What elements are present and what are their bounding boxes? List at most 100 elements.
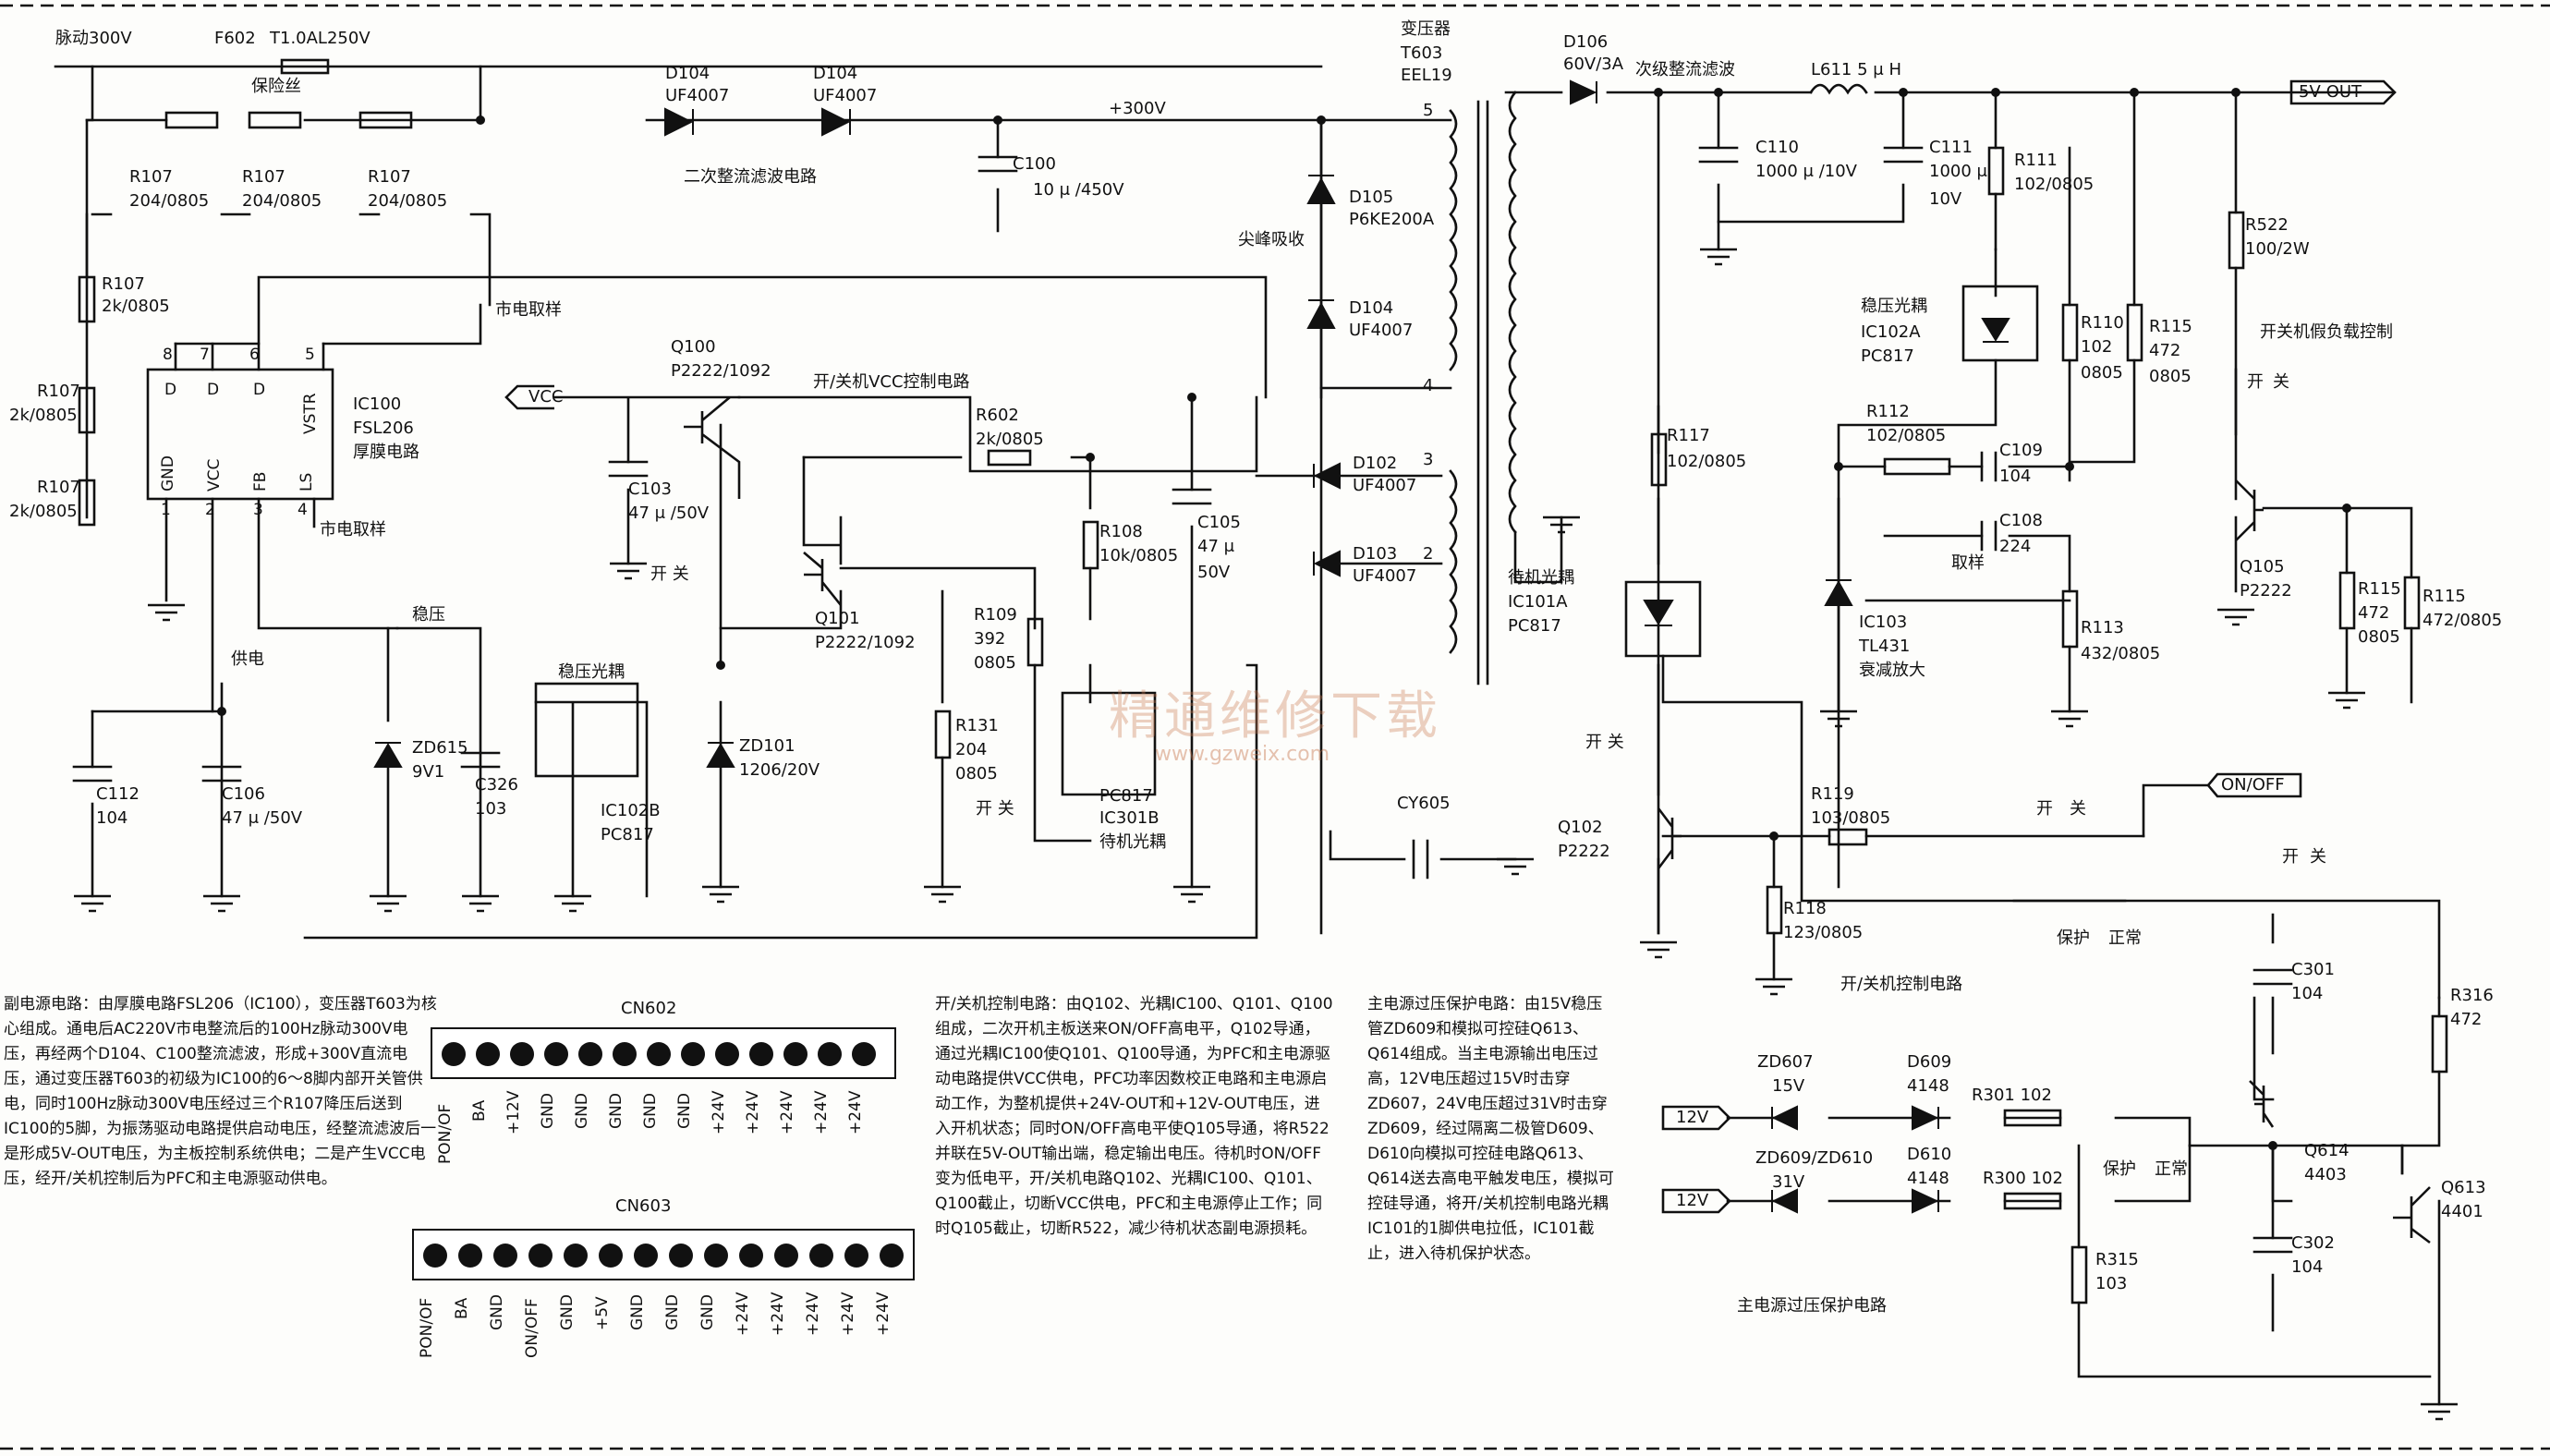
cn603-label-12: +24V — [839, 1292, 857, 1336]
label-r107-a-ref: R107 — [129, 167, 173, 187]
label-r113-val: 432/0805 — [2081, 644, 2161, 663]
label-c103-ref: C103 — [628, 479, 672, 499]
label-fuse-name: 保险丝 — [251, 77, 301, 96]
fuse-f602 — [280, 58, 330, 75]
label-switch1: 开 关 — [650, 564, 689, 584]
cn602-pin — [749, 1042, 773, 1066]
ic100-pin5: 5 — [305, 346, 315, 364]
tag-5vout — [2289, 79, 2397, 105]
junction-4 — [1654, 88, 1663, 97]
label-r107-c-val: 204/0805 — [368, 191, 448, 211]
label-zd609-val: 31V — [1772, 1172, 1805, 1192]
wire-ovp-top — [2012, 899, 2441, 1055]
cn603-pin — [739, 1244, 763, 1268]
ic100-pin2: 2 — [205, 501, 215, 519]
r119 — [1828, 828, 1868, 846]
cn602-label-9: +24V — [744, 1090, 762, 1134]
label-d104b-ref: D104 — [813, 64, 858, 83]
r115c — [2403, 576, 2421, 630]
gnd-7 — [610, 562, 647, 580]
label-d106-val: 60V/3A — [1563, 55, 1624, 74]
r107-c — [358, 111, 413, 129]
cn603-pin — [774, 1244, 798, 1268]
tag-12v-b — [1661, 1188, 1731, 1214]
label-r107-b-val: 204/0805 — [242, 191, 322, 211]
label-r109-val2: 0805 — [974, 653, 1016, 673]
wire-onoff — [2142, 783, 2210, 838]
label-r107-d-ref: R107 — [102, 274, 145, 294]
cn602-label-8: +24V — [710, 1090, 728, 1134]
label-ic102a: IC102A — [1861, 322, 1921, 342]
label-d104c-ref: D104 — [1349, 298, 1394, 318]
junction-14 — [2065, 462, 2074, 471]
label-fuse-val: T1.0AL250V — [270, 29, 370, 48]
cn603-label-6: GND — [628, 1294, 647, 1330]
label-c100-ref: C100 — [1013, 154, 1056, 174]
label-c109-val: 104 — [1999, 467, 2032, 486]
wire-ic-top — [174, 342, 325, 371]
ic102a-led — [1981, 318, 2010, 343]
cn602-pin — [442, 1042, 466, 1066]
cn603-label-1: BA — [453, 1297, 471, 1319]
wire-ic-bottom — [164, 497, 399, 713]
ic101a-led — [1643, 600, 1674, 626]
label-r131-val2: 0805 — [955, 764, 998, 783]
junction-6 — [1899, 88, 1908, 97]
label-zd101-ref: ZD101 — [739, 736, 795, 756]
r107-b — [248, 111, 302, 129]
transistor-q613 — [2393, 1186, 2431, 1244]
c110-plates — [1698, 146, 1739, 164]
label-q105-val: P2222 — [2240, 581, 2292, 601]
zener-zd101 — [706, 742, 735, 768]
diode-d609 — [1912, 1105, 1939, 1131]
label-eel19: EEL19 — [1401, 66, 1452, 85]
label-c106-val: 47 μ /50V — [222, 808, 303, 828]
label-standby-oc: 待机光耦 — [1099, 832, 1166, 852]
ic100-name-vcc: VCC — [205, 458, 224, 491]
gnd-12 — [1543, 516, 1580, 534]
label-ic100-part: FSL206 — [353, 419, 414, 438]
gnd-13 — [1700, 248, 1737, 266]
wire-d-pins — [174, 275, 1268, 399]
transistor-q100 — [684, 396, 741, 499]
wire-r107-row — [91, 212, 492, 307]
junction-3 — [1317, 115, 1326, 125]
diode-d104c — [1306, 299, 1336, 329]
gnd-4 — [370, 894, 407, 913]
junction-8 — [2130, 88, 2139, 97]
wire-ovp-in2 — [1726, 1144, 2192, 1203]
wire-d102 — [1255, 474, 1443, 565]
label-ic102b: IC102B — [601, 801, 661, 820]
opto-ic102b — [534, 682, 639, 778]
label-r522-ref: R522 — [2245, 215, 2289, 235]
ic100-pin6: 6 — [249, 346, 260, 364]
r118 — [1766, 885, 1783, 935]
cn603-label-9: +24V — [734, 1292, 752, 1336]
label-pin5: 5 — [1423, 101, 1434, 120]
label-c108-ref: C108 — [1999, 511, 2043, 530]
label-kai2: 开 — [2282, 847, 2299, 867]
wire-c111 — [1717, 91, 1905, 224]
junction-12 — [1086, 453, 1095, 462]
label-pc817a: PC817 — [601, 825, 654, 844]
cn603-pin — [493, 1244, 517, 1268]
label-r131-val1: 204 — [955, 740, 988, 759]
label-pin2: 2 — [1423, 544, 1434, 564]
cn602-label-0: PON/OF — [436, 1103, 455, 1164]
junction-13 — [1769, 831, 1779, 841]
label-c111-ref: C111 — [1929, 138, 1973, 157]
label-r119-val: 103/0805 — [1811, 808, 1891, 828]
r107-d — [78, 275, 96, 323]
gnd-11 — [1497, 857, 1534, 876]
ic100-pin1: 1 — [161, 501, 171, 519]
watermark-url: www.gzweix.com — [1155, 743, 1330, 766]
connector-cn603 — [412, 1229, 915, 1280]
label-r110-ref: R110 — [2081, 313, 2124, 333]
connector-cn602 — [431, 1027, 896, 1079]
label-c326-ref: C326 — [475, 775, 518, 795]
label-r118-val: 123/0805 — [1783, 923, 1864, 942]
label-guan1: 关 — [2070, 799, 2086, 819]
label-q614-ref: Q614 — [2304, 1141, 2350, 1160]
label-r110-val1: 102 — [2081, 337, 2113, 357]
label-r602-val: 2k/0805 — [976, 430, 1044, 449]
